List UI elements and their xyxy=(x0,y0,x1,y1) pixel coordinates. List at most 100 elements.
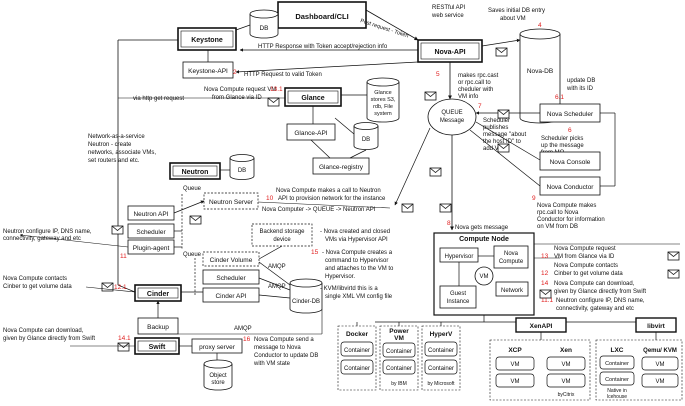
hypervisor-label: Hypervisor xyxy=(445,254,474,260)
glance-db-cylinder: DB xyxy=(353,122,379,150)
naas-4: set routers and etc. xyxy=(88,158,140,164)
keystone-db-label: DB xyxy=(259,25,268,32)
nc-neutron-1: Nova Compute makes a call to Neutron xyxy=(276,188,381,194)
send-msg-2: message to Nova xyxy=(254,345,301,351)
amqp-2: AMQP xyxy=(268,284,286,290)
guest-instance-box xyxy=(439,285,477,309)
native-label-2: lcehouse xyxy=(607,394,627,400)
neutron-box xyxy=(169,162,221,180)
keystone-db-cylinder: DB xyxy=(249,9,279,39)
nova-db-cylinder: Nova-DB xyxy=(519,28,561,124)
step-4: 4 xyxy=(538,22,542,29)
neutron-cfg-2: connectivity, gateway and etc xyxy=(556,306,634,312)
restful-label-1: RESTful API xyxy=(432,5,466,11)
step-15: 15 xyxy=(311,249,319,256)
creates-msg-1: - Nova Compute creates a xyxy=(322,250,393,256)
nova-req-glance-1: Nova Compute request VM xyxy=(204,87,276,93)
step-12: 12 xyxy=(541,270,549,277)
nc-contacts-2: Cinber to get volume data xyxy=(554,271,623,277)
swift-label: Swift xyxy=(149,344,166,351)
queue-message-circle xyxy=(427,98,477,136)
amqp-3: AMQP xyxy=(234,326,252,332)
qemu-kvm-label: Qemu/ KVM xyxy=(643,348,677,354)
sched-picks-2: up the message xyxy=(541,143,584,149)
nc-request-2: VM from Glance via ID xyxy=(554,254,615,260)
step-7: 7 xyxy=(478,103,482,110)
power-vm-label-1: Power xyxy=(389,328,409,335)
cinder-scheduler-label: Scheduler xyxy=(216,275,246,282)
compute-node-label: Compute Node xyxy=(459,236,509,243)
object-store-1: Object xyxy=(209,373,227,379)
sched-picks-1: Scheduler picks xyxy=(541,136,583,142)
xcp-vm-1: VM xyxy=(511,362,520,368)
nc-neutron-2: API to provision network for the instanc… xyxy=(278,196,386,202)
xcp-label: XCP xyxy=(508,347,522,354)
update-db-label-2: with its ID xyxy=(566,86,594,92)
nova-api-label: Nova-API xyxy=(434,49,465,56)
step-2: 2 xyxy=(233,69,237,76)
kvm-2: single XML VM config file xyxy=(325,294,393,300)
nc-request-1: Nova Compute request xyxy=(554,246,616,252)
sched-pub-5: add VM. xyxy=(483,146,506,152)
neutron-db-cylinder: DB xyxy=(229,154,255,180)
neutron-server-box xyxy=(203,192,259,210)
sched-pub-3: message "about xyxy=(483,132,526,138)
sched-pub-2: publishes xyxy=(483,125,508,131)
by-ibm-label: by IBM xyxy=(391,381,407,387)
makes-rpc-4: VM info xyxy=(458,94,479,100)
guest-2: Instance xyxy=(447,299,470,305)
nc-queue-neutron: Nova Computer -> QUEUE -> Neutron API xyxy=(262,207,376,213)
step-11-1: 11.1 xyxy=(541,297,554,304)
nova-compute-1: Nova xyxy=(504,251,519,257)
step-9: 9 xyxy=(532,195,536,202)
nc-makes-3: Conductor for information xyxy=(537,217,605,223)
power-vm-label-2: VM xyxy=(394,335,404,342)
naas-1: Network-as-a-service xyxy=(88,134,145,140)
cinder-label: Cinder xyxy=(147,291,169,298)
step-8: 8 xyxy=(447,220,451,227)
xen-vm-1: VM xyxy=(562,362,571,368)
creates-msg-3: and attaches to the VM to xyxy=(325,266,394,272)
hyperv-container-2: Container xyxy=(428,366,454,372)
step-12-1: 12.1 xyxy=(114,284,127,291)
nc-makes-2: rpc.call to Nova xyxy=(537,210,579,216)
compute-vm-label: VM xyxy=(480,274,489,280)
hyperv-container-1: Container xyxy=(428,348,454,354)
cinder-contacts-1: Nova Compute contacts xyxy=(3,276,67,282)
cinder-db-label: Cinder-DB xyxy=(292,299,320,305)
power-vm-container-2: Container xyxy=(386,366,412,372)
nova-console-box xyxy=(539,151,601,171)
proxy-server-label: proxy server xyxy=(199,344,236,351)
backend-label-1: Backend storage xyxy=(259,229,305,235)
nova-gets-msg: Nova gets message xyxy=(455,225,509,231)
plugin-agent-label: Plugin-agent xyxy=(133,245,170,252)
step-14: 14 xyxy=(541,280,549,287)
libvirt-label: libvirt xyxy=(647,323,666,330)
makes-rpc-1: makes rpc.cast xyxy=(458,73,499,79)
naas-3: networks, associate VMs, xyxy=(88,150,156,156)
neutron-configure-1: Neutron configure IP, DNS name, xyxy=(3,229,92,235)
neutron-db-label: DB xyxy=(238,168,246,174)
sched-pub-1: Scheduler xyxy=(483,118,510,124)
send-msg-4: with VM state xyxy=(253,361,291,367)
qemu-vm-1: VM xyxy=(656,362,665,368)
qemu-vm-2: VM xyxy=(656,379,665,385)
docker-container-1: Container xyxy=(344,348,370,354)
backup-label: Backup xyxy=(147,324,169,331)
glance-label: Glance xyxy=(301,95,324,102)
xcp-vm-2: VM xyxy=(511,379,520,385)
glance-db-label: DB xyxy=(362,137,370,143)
neutron-label: Neutron xyxy=(182,169,209,176)
bycitrix-label: byCitrix xyxy=(558,392,575,398)
step-14-1: 14.1 xyxy=(118,335,131,342)
object-store-2: store xyxy=(211,380,225,386)
nova-scheduler-label: Nova Scheduler xyxy=(547,111,594,118)
neutron-configure-2: connectivity, gateway and etc xyxy=(3,236,81,242)
makes-rpc-3: cheduler with xyxy=(458,87,493,93)
guest-1: Guest xyxy=(450,291,466,297)
queue-label-2: Message xyxy=(440,118,465,124)
nova-console-label: Nova Console xyxy=(550,159,591,166)
compute-vm-circle xyxy=(474,266,494,286)
